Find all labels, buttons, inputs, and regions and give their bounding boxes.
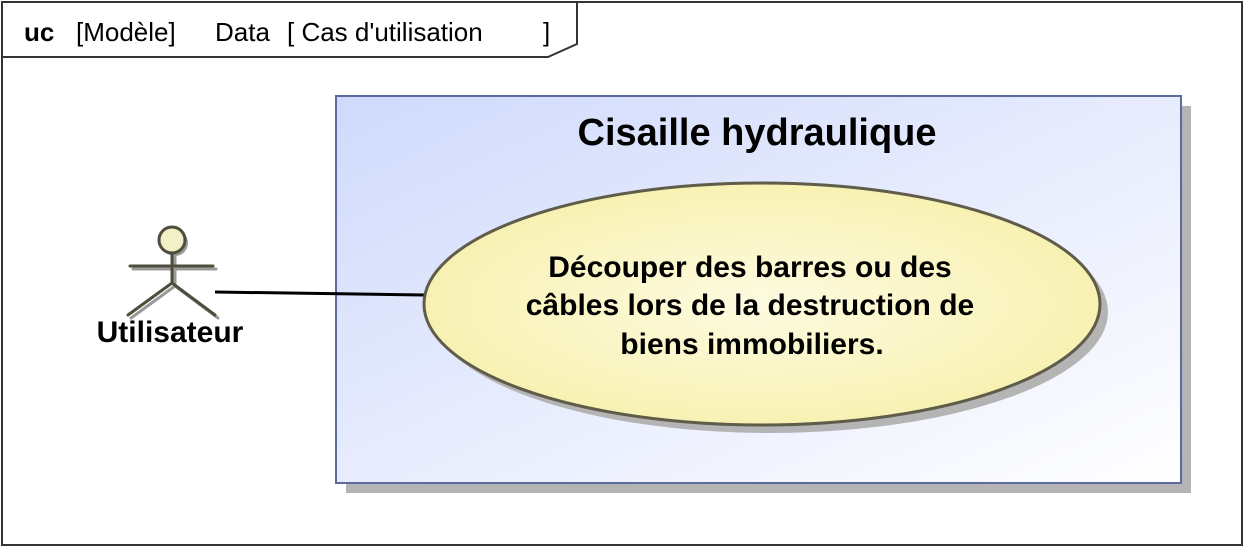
use-case-line-3: biens immobiliers. bbox=[620, 328, 883, 361]
frame-keyword: uc bbox=[24, 17, 54, 47]
frame-model-label: [Modèle] bbox=[76, 17, 176, 47]
system-title: Cisaille hydraulique bbox=[578, 112, 937, 154]
actor-name: Utilisateur bbox=[97, 316, 244, 349]
use-case-line-2: câbles lors de la destruction de bbox=[526, 289, 974, 322]
frame-header-tab bbox=[1, 1, 578, 58]
use-case-line-1: Découper des barres ou des bbox=[548, 251, 951, 284]
use-case[interactable]: Découper des barres ou des câbles lors d… bbox=[422, 181, 1108, 433]
frame-close-bracket: ] bbox=[543, 17, 550, 47]
frame-data-label: Data bbox=[215, 17, 270, 47]
association-line bbox=[214, 290, 425, 297]
frame-kind-label: [ Cas d'utilisation bbox=[287, 17, 483, 47]
actor[interactable]: Utilisateur bbox=[97, 225, 244, 349]
use-case-ellipse bbox=[422, 181, 1102, 427]
actor-figure-icon bbox=[126, 225, 220, 320]
